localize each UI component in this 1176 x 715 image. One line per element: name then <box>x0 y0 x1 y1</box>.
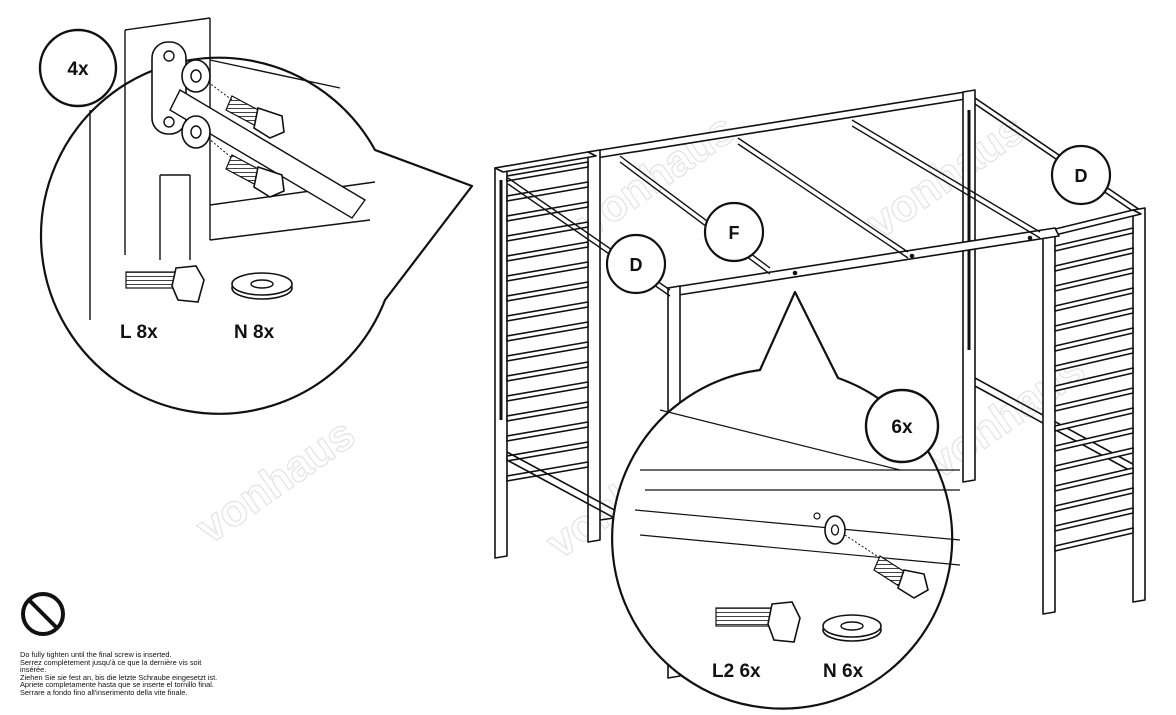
quantity-label: 4x <box>67 59 89 80</box>
quantity-callout-top: 4x <box>38 28 118 108</box>
washer-n-icon <box>822 614 882 642</box>
bolt-icon <box>873 555 929 599</box>
part-label-n-bottom: N 6x <box>823 661 864 682</box>
part-label-l: L 8x <box>120 322 158 343</box>
notice-line: insérée. <box>20 665 47 675</box>
part-label-l2: L2 6x <box>712 661 761 682</box>
left-back-post <box>587 149 601 543</box>
washer-n-icon <box>231 272 293 300</box>
notice-line: Serrez complètement jusqu'à ce que la de… <box>20 657 202 667</box>
notice-line: Serrare a fondo fino all'inserimento del… <box>20 687 188 697</box>
bolt-icon <box>207 81 285 139</box>
part-letter-d-right: D <box>1050 144 1112 206</box>
bolt-l2-icon <box>715 601 801 643</box>
bolt-icon <box>207 137 285 198</box>
svg-text:D: D <box>630 255 643 275</box>
right-front-post <box>1042 229 1056 615</box>
notice-line: Do fully tighten until the final screw i… <box>20 650 172 659</box>
svg-text:F: F <box>729 223 740 243</box>
watermark: vonhaus <box>188 409 364 553</box>
part-letter-d-left: D <box>605 233 667 295</box>
part-letter-f: F <box>703 201 765 263</box>
svg-text:D: D <box>1075 166 1088 186</box>
prohibition-icon <box>21 592 65 636</box>
bed-frame <box>494 89 1146 679</box>
part-label-n: N 8x <box>234 322 275 343</box>
quantity-label: 6x <box>891 417 913 438</box>
left-ladder-slats <box>506 161 589 482</box>
detail-bubble-bottom: L2 6x N 6x <box>611 290 961 710</box>
tightening-notice: Do fully tighten until the final screw i… <box>20 651 320 697</box>
back-top-rail <box>587 91 973 159</box>
notice-line: Ziehen Sie sie fest an, bis die letzte S… <box>20 672 218 682</box>
bolt-l-icon <box>125 265 205 303</box>
right-back-post <box>1132 207 1146 603</box>
detail-bubble-top: L 8x N 8x <box>39 17 474 415</box>
quantity-callout-bottom: 6x <box>864 388 940 464</box>
right-ladder-slats <box>1054 227 1134 552</box>
notice-line: Apriete completamente hasta que se inser… <box>20 680 214 690</box>
